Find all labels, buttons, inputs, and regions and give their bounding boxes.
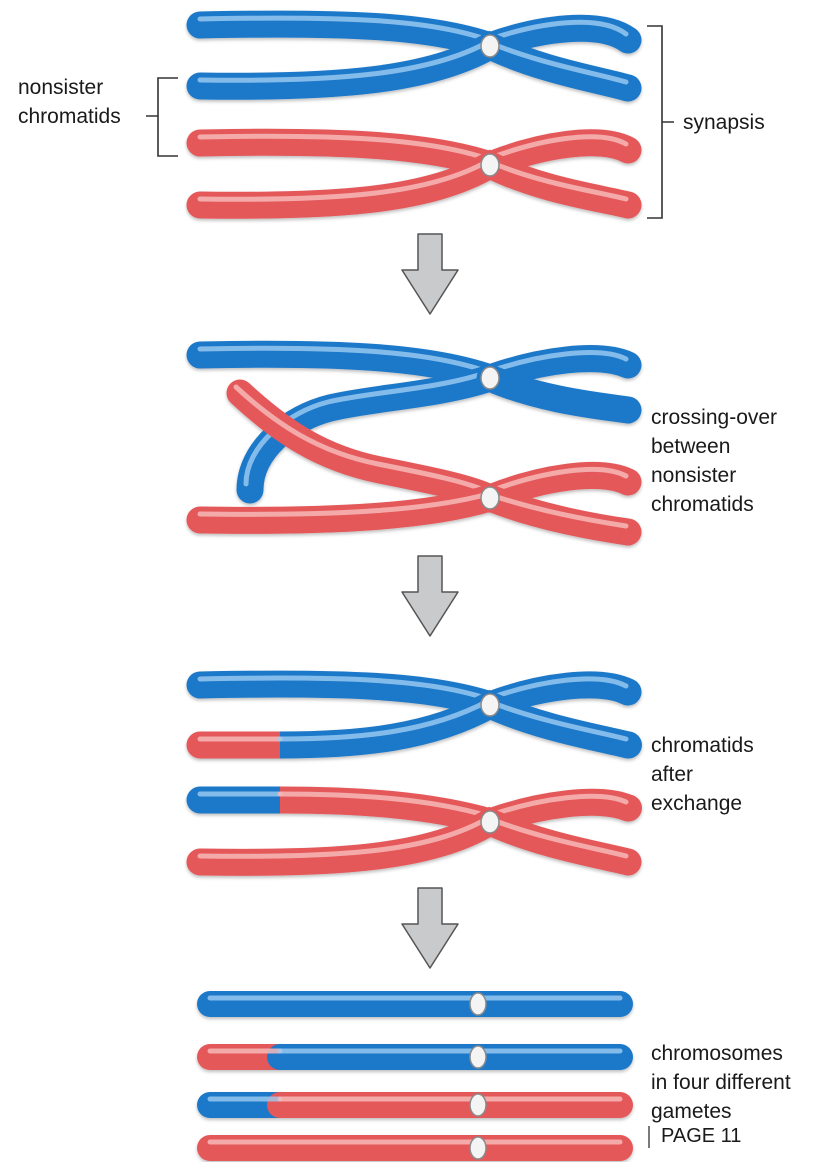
gamete-chromosome-blue [210, 998, 620, 1004]
centromere [470, 1137, 486, 1159]
red-chromatid-2 [200, 494, 628, 532]
label-gametes-line-1: chromosomes [651, 1042, 783, 1065]
centromere [481, 694, 499, 716]
centromere [481, 487, 499, 509]
arrow-down-icon [402, 234, 458, 314]
stage-synapsis [200, 18, 628, 205]
label-after-exchange-line-3: exchange [651, 792, 742, 815]
label-gametes-line-3: gametes [651, 1100, 732, 1123]
label-crossing-over-line-3: nonsister [651, 464, 736, 487]
stage-gametes [210, 993, 620, 1159]
label-after-exchange-line-1: chromatids [651, 734, 754, 757]
recombinant-chromatid-blue-red [200, 794, 629, 822]
arrow-down-icon [402, 888, 458, 968]
gamete-chromosome-blue-red [210, 1099, 620, 1105]
recombinant-chromatid-red-blue [200, 701, 629, 745]
nonsister-bracket [146, 78, 178, 156]
centromere [470, 1094, 486, 1116]
label-synapsis: synapsis [683, 111, 765, 134]
blue-chromatid-1 [200, 678, 628, 705]
label-nonsister-chromatids-line-2: chromatids [18, 105, 121, 128]
arrow-down-icon [402, 556, 458, 636]
gamete-chromosome-red-blue [210, 1051, 620, 1057]
centromere [481, 367, 499, 389]
label-gametes-line-2: in four different [651, 1071, 791, 1094]
label-crossing-over-line-4: chromatids [651, 493, 754, 516]
gamete-chromosome-red [210, 1142, 620, 1148]
red-chromatid-1 [200, 136, 628, 165]
synapsis-bracket [647, 26, 674, 218]
centromere [470, 1046, 486, 1068]
centromere [481, 35, 499, 57]
label-nonsister-chromatids-line-1: nonsister [18, 76, 103, 99]
label-crossing-over-line-1: crossing-over [651, 406, 777, 429]
blue-chromatid-2 [200, 42, 628, 88]
centromere [481, 154, 499, 176]
label-crossing-over-line-2: between [651, 435, 730, 458]
blue-chromatid-2-right-arm [490, 378, 628, 410]
page-number: PAGE 11 [661, 1125, 741, 1147]
red-chromatid-2 [200, 161, 628, 205]
stage-crossing-over [200, 348, 628, 532]
blue-chromatid-1 [200, 18, 628, 46]
label-after-exchange-line-2: after [651, 763, 693, 786]
centromere [470, 993, 486, 1015]
centromere [481, 811, 499, 833]
stage-after-exchange [200, 678, 629, 862]
blue-chromatid-1 [200, 348, 628, 378]
red-chromatid-2 [200, 818, 628, 862]
